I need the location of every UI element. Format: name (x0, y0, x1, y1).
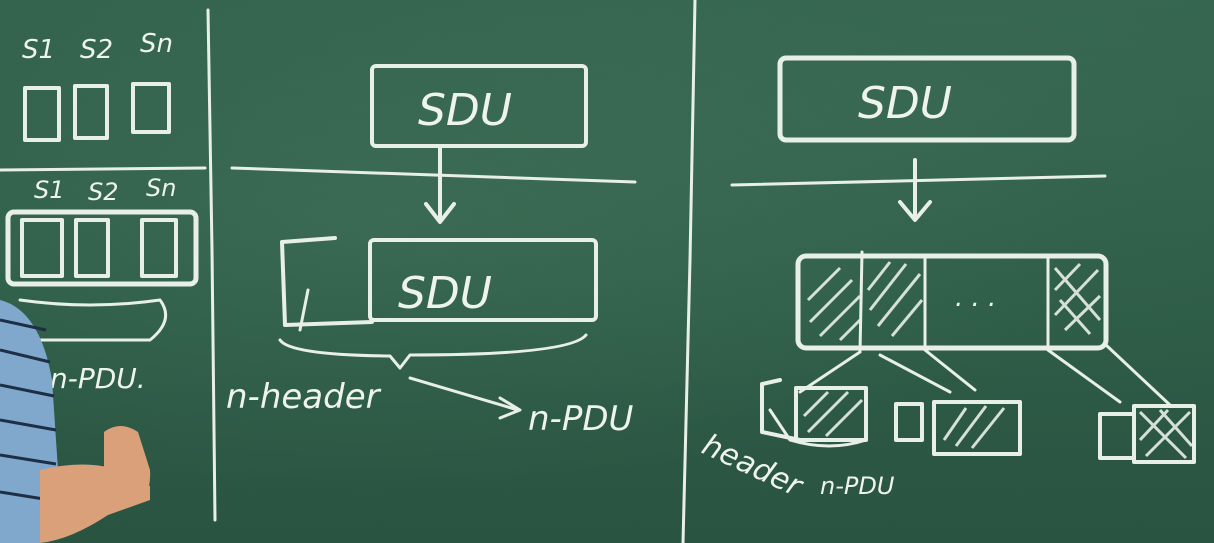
hatch-segment-1 (806, 266, 862, 342)
divider-left (206, 8, 217, 522)
fan-out-lines (798, 343, 1172, 407)
hand (104, 426, 151, 505)
sdu-box-top (370, 64, 588, 148)
n-pdu-label-right: n-PDU (820, 472, 895, 500)
lecturer (0, 300, 151, 543)
sdu-label-right: SDU (858, 78, 952, 129)
segment-box (74, 218, 110, 278)
sdu-label-top: SDU (418, 85, 512, 136)
segmented-sdu (795, 253, 1109, 351)
left-brace (18, 298, 168, 342)
left-separator (0, 166, 207, 172)
pdu-brace (278, 333, 588, 370)
middle-panel: SDU SDU n-header n-PDU (226, 64, 637, 439)
hatch-segment-2 (866, 261, 924, 337)
pdu1-brace (768, 408, 868, 448)
segment-box (73, 84, 109, 140)
left-panel: S1 S2 Sn S1 S2 Sn n-PDU. (0, 29, 207, 395)
pdun-crosshatch (1138, 408, 1194, 460)
segment-box (131, 82, 171, 134)
down-arrow-right (898, 158, 932, 222)
sdu-label-bottom: SDU (398, 268, 492, 319)
pdu2-hatch (942, 405, 1006, 449)
pdu1-segment (794, 386, 868, 442)
n-pdu-label: n-PDU (528, 399, 634, 439)
pdu2-header (894, 402, 924, 442)
segment-box (23, 86, 61, 142)
pdun-segment (1132, 404, 1196, 464)
segment-box (20, 218, 64, 278)
sdu-box-right (777, 55, 1077, 143)
header-tick (298, 288, 310, 332)
crosshatch-segment-n (1053, 262, 1102, 335)
pdun-header (1098, 412, 1136, 460)
segment-dividers (858, 250, 1050, 354)
label-sn-bottom: Sn (146, 174, 176, 202)
pdu1-hatch (802, 390, 864, 438)
divider-right (681, 0, 697, 543)
pdu-outline (5, 209, 199, 287)
label-s2-top: S2 (80, 35, 113, 65)
sdu-box-bottom (368, 238, 598, 322)
shirt-stripes (0, 318, 57, 502)
pdu2-segment (932, 400, 1022, 456)
label-sn-top: Sn (140, 29, 173, 59)
left-caption: n-PDU. (50, 362, 146, 395)
down-arrow (424, 146, 456, 224)
header-box (280, 236, 374, 327)
label-s1-bottom: S1 (34, 176, 65, 204)
middle-separator (230, 166, 637, 184)
n-header-label: n-header (226, 377, 382, 417)
right-panel: SDU . . . header n-PDU (697, 55, 1196, 505)
right-separator (730, 174, 1107, 187)
ellipsis: . . . (955, 283, 996, 313)
label-s1-top: S1 (22, 35, 55, 65)
segment-box (140, 218, 178, 278)
pdu1-header (760, 378, 802, 442)
pdu-arrow (408, 376, 522, 420)
label-s2-bottom: S2 (88, 178, 119, 206)
